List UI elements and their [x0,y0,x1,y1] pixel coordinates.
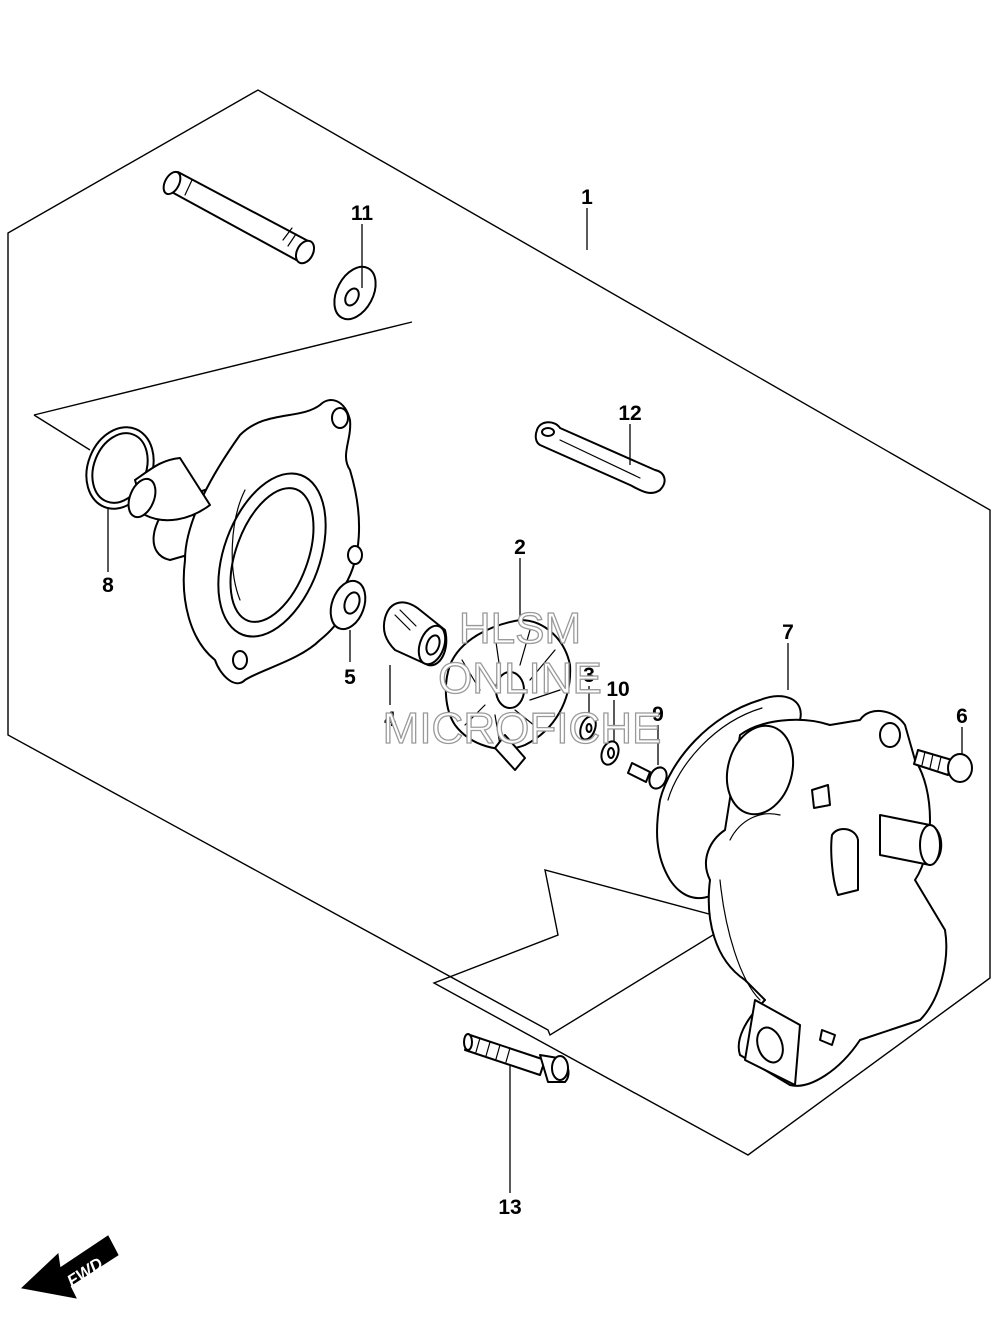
callout-7: 7 [782,621,794,644]
shaft-part[interactable] [160,169,318,266]
callout-3: 3 [583,664,595,687]
assembly-frame [7,89,991,1156]
watermark-line-2: ONLINE [438,654,602,703]
callout-12: 12 [618,402,641,425]
assembly-frame-inner-edge-2 [33,414,91,451]
callout-11: 11 [351,202,374,225]
callout-9: 9 [652,703,664,726]
watermark-line-1: HLSM [459,604,581,653]
bolt-part-6[interactable] [913,749,973,783]
bolt-part-9[interactable] [627,762,670,791]
clamp-part-12[interactable] [534,421,666,494]
assembly-frame-inner-edge [33,321,413,416]
watermark-line-3: MICROFICHE [383,704,662,753]
bearing-part-5[interactable] [324,576,371,634]
pump-cover-part[interactable] [123,399,363,685]
mechanical-seal-part-4[interactable] [382,601,450,667]
callout-2: 2 [514,536,526,559]
washer-part-3[interactable] [577,714,598,741]
callout-1: 1 [581,186,593,209]
fwd-arrow-icon: FWD [20,1235,119,1299]
impeller-part-2[interactable] [444,619,572,771]
callout-6: 6 [956,705,968,728]
bolt-part-13[interactable] [463,1033,570,1083]
washer-part-11[interactable] [326,260,384,326]
callout-13: 13 [498,1196,521,1219]
callout-4: 4 [384,708,396,731]
callout-8: 8 [102,574,114,597]
callout-10: 10 [606,678,629,701]
pump-body-part[interactable] [705,710,948,1087]
callout-5: 5 [344,666,356,689]
